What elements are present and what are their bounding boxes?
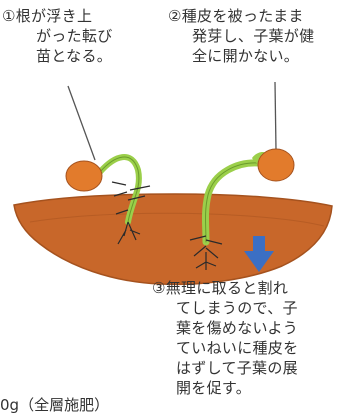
label-1-line-3: 苗となる。: [2, 46, 113, 66]
leader-line-2: [275, 82, 276, 150]
bottom-note: 0g（全層施肥）: [0, 395, 109, 414]
seed-1: [66, 161, 102, 191]
label-2-line-2: 発芽し、子葉が健: [168, 26, 314, 46]
label-fallen-seedling: ①根が浮き上 がった転び 苗となる。: [2, 6, 113, 66]
label-3-line-5: はずして子葉の展: [152, 358, 298, 378]
label-remove-coat: ③無理に取ると割れ てしまうので、子 葉を傷めないよう ていねいに種皮を はずし…: [152, 278, 298, 398]
label-3-line-4: ていねいに種皮を: [152, 338, 298, 358]
label-2-line-3: 全に開かない。: [168, 46, 314, 66]
label-seed-coat: ②種皮を被ったまま 発芽し、子葉が健 全に開かない。: [168, 6, 314, 66]
leader-line-1: [68, 86, 95, 160]
soil-mound: [14, 194, 332, 284]
label-2-line-1: ②種皮を被ったまま: [168, 6, 314, 26]
label-1-line-2: がった転び: [2, 26, 113, 46]
label-1-line-1: ①根が浮き上: [2, 6, 113, 26]
label-3-line-2: てしまうので、子: [152, 298, 298, 318]
label-3-line-1: ③無理に取ると割れ: [152, 278, 298, 298]
seed-2: [258, 149, 294, 181]
label-3-line-3: 葉を傷めないよう: [152, 318, 298, 338]
label-3-line-6: 開を促す。: [152, 378, 298, 398]
